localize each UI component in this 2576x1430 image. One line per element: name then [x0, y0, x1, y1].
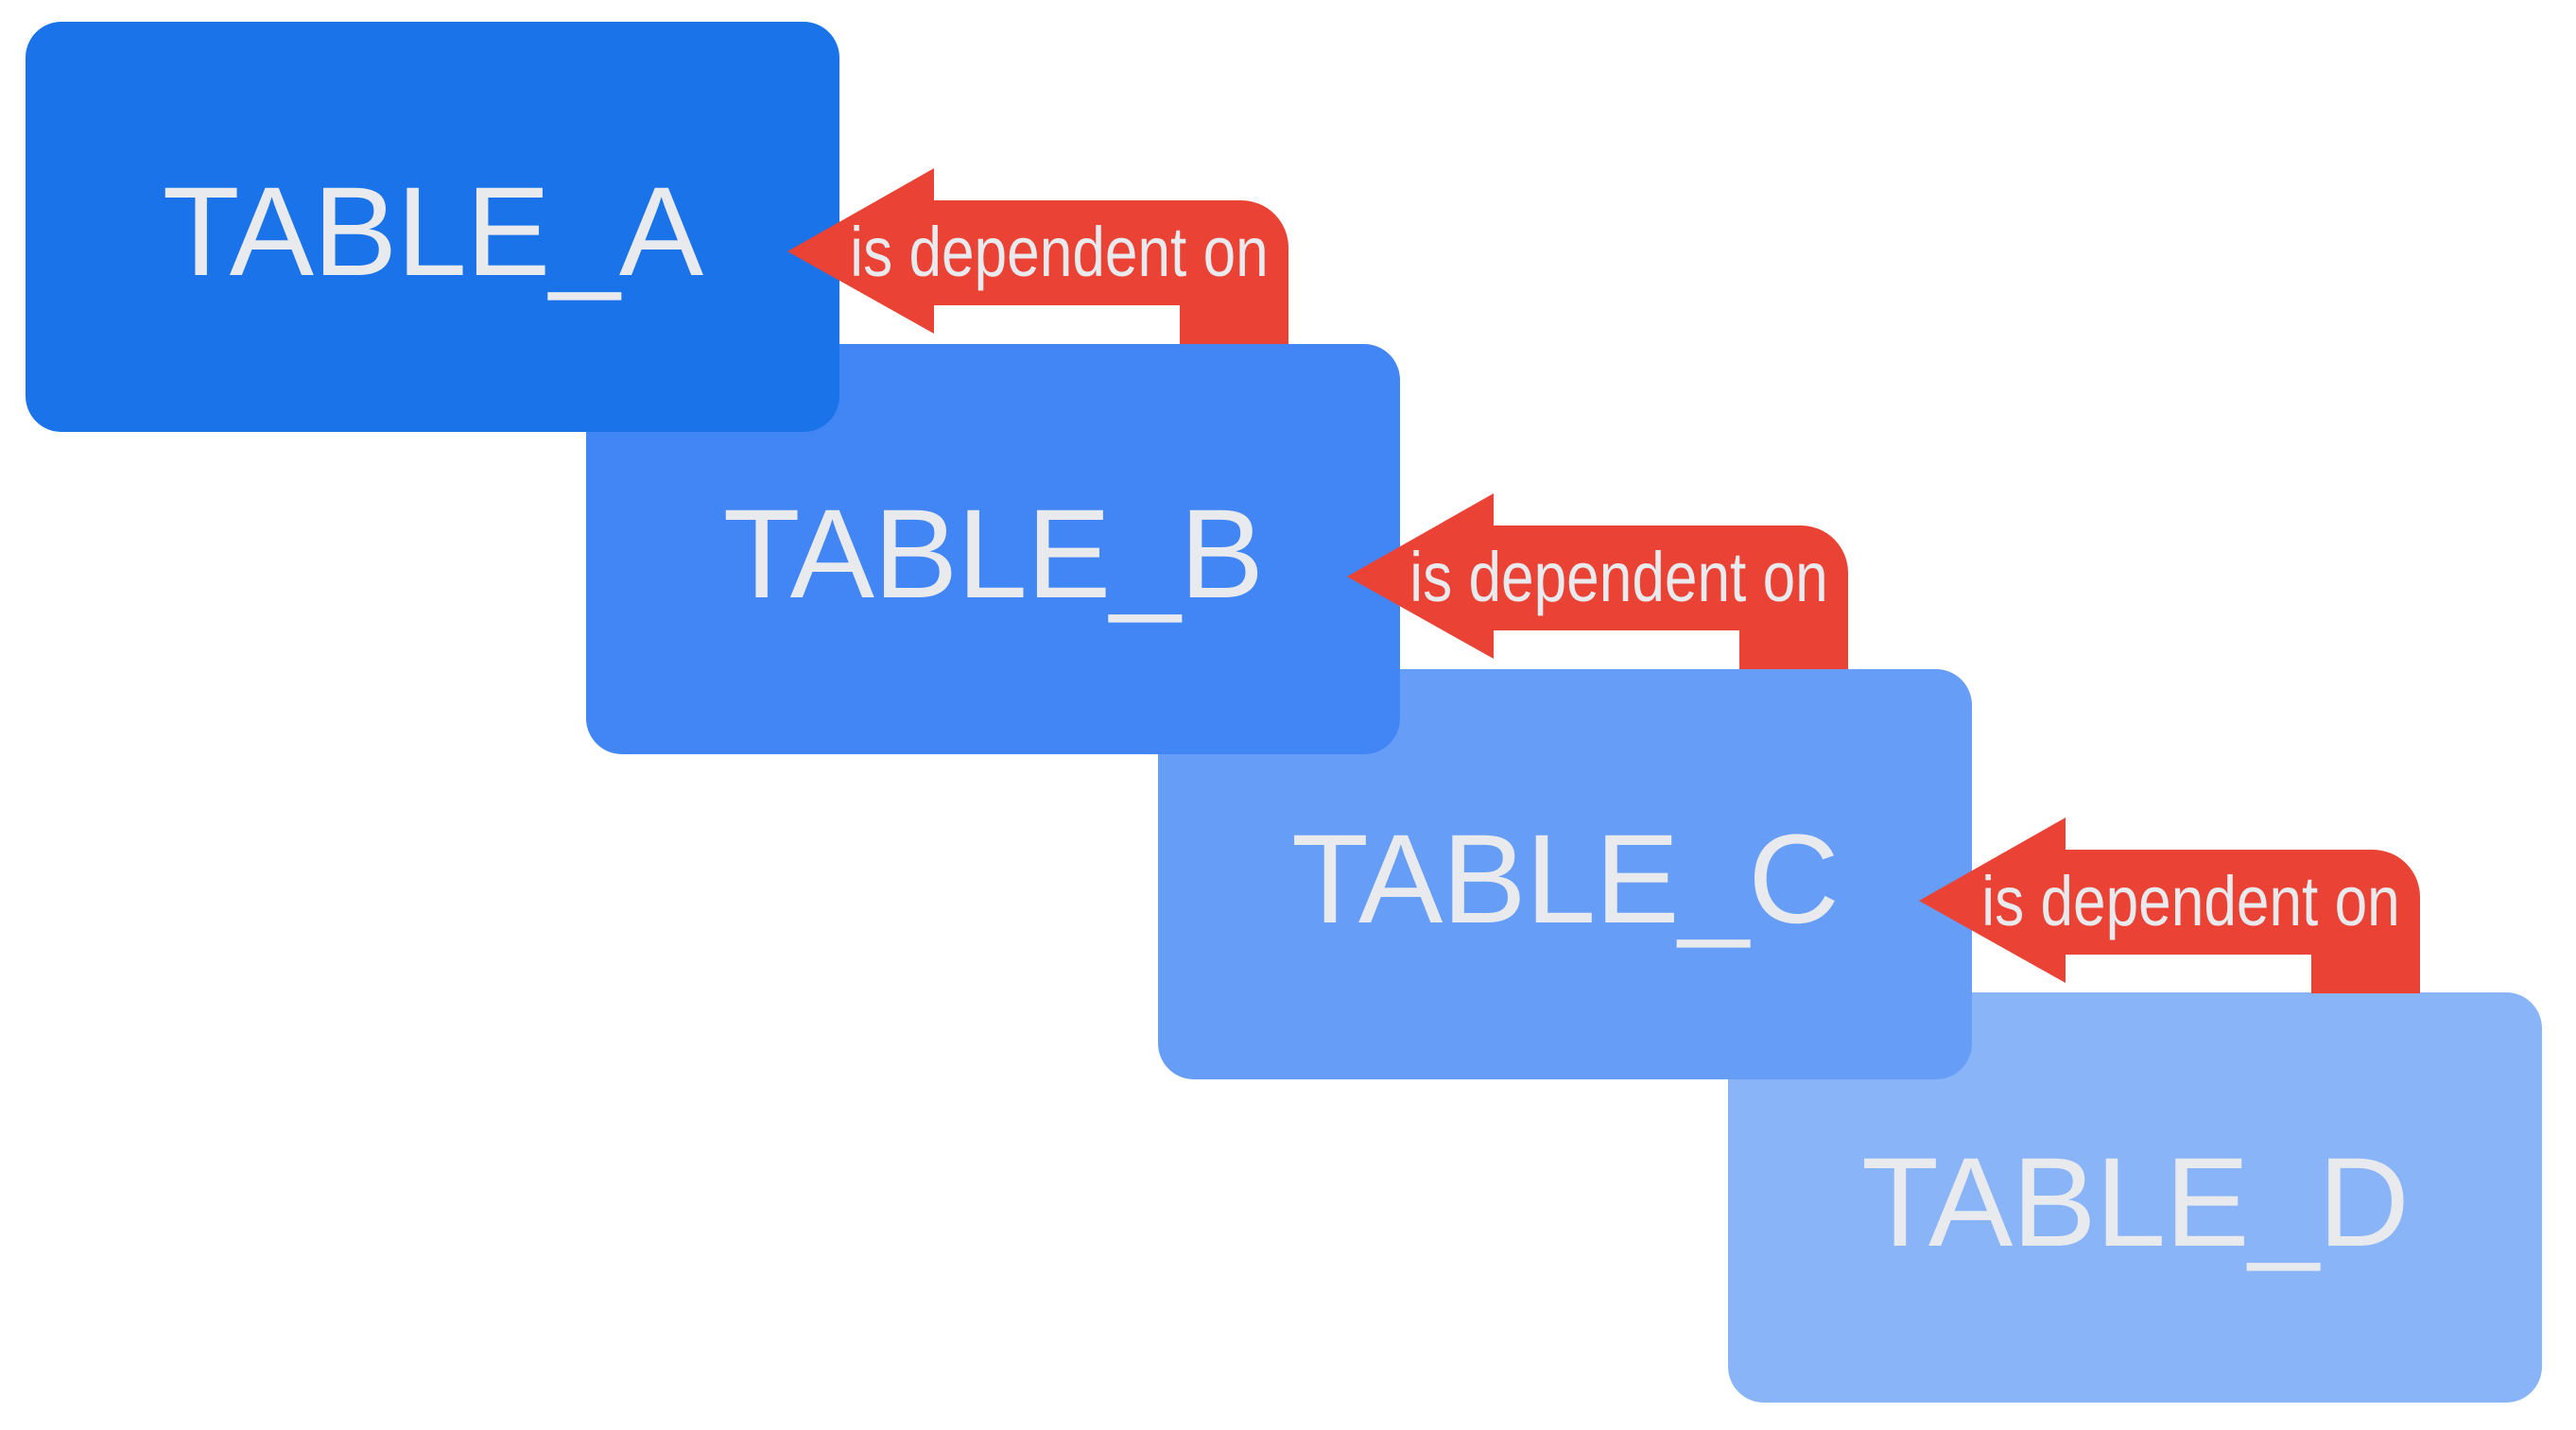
dependency-arrow-b-to-a: is dependent on [787, 168, 1288, 344]
dependency-label: is dependent on [850, 212, 1269, 291]
table-a-label: TABLE_A [162, 161, 703, 302]
dependency-arrow-d-to-c: is dependent on [1919, 818, 2420, 993]
arrowhead [787, 168, 934, 334]
arrowhead [1347, 493, 1494, 659]
arrow-elbow-pipe [929, 200, 1288, 344]
arrow-elbow-pipe [1489, 525, 1848, 669]
dependency-label: is dependent on [1409, 537, 1828, 616]
arrowhead [1919, 818, 2066, 983]
table-c-label: TABLE_C [1291, 808, 1840, 950]
table-a-box: TABLE_A [26, 22, 839, 432]
left-arrow-icon [1347, 493, 1848, 669]
table-b-label: TABLE_B [722, 483, 1264, 625]
table-b-box: TABLE_B [586, 344, 1400, 754]
dependency-arrow-c-to-b: is dependent on [1347, 493, 1848, 669]
left-arrow-icon [1919, 818, 2420, 993]
arrow-elbow-pipe [2061, 850, 2420, 993]
table-d-label: TABLE_D [1861, 1131, 2410, 1273]
dependency-label: is dependent on [1981, 861, 2400, 940]
left-arrow-icon [787, 168, 1288, 344]
